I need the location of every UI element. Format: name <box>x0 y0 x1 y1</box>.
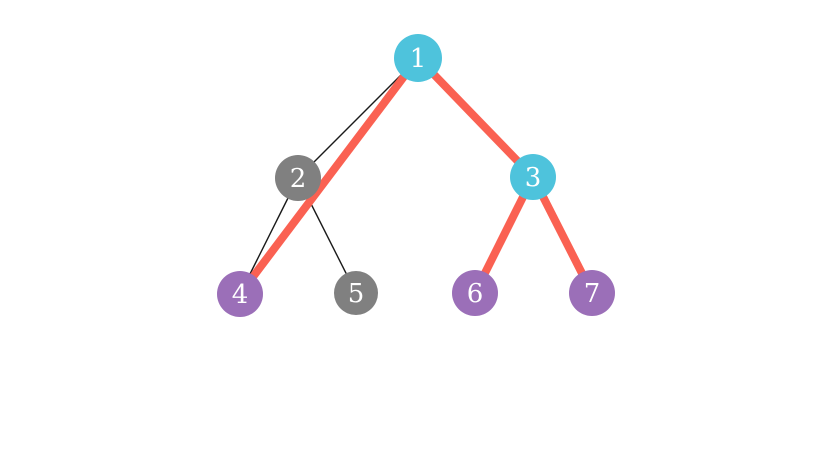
node-4[interactable]: 4 <box>217 271 263 317</box>
node-7[interactable]: 7 <box>569 270 615 316</box>
node-circle-6[interactable] <box>452 270 498 316</box>
node-3[interactable]: 3 <box>510 154 556 200</box>
node-circle-1[interactable] <box>394 34 442 82</box>
edge-1-4-highlight <box>236 55 422 297</box>
node-circle-5[interactable] <box>334 271 378 315</box>
node-circle-7[interactable] <box>569 270 615 316</box>
nodes-layer: 1 2 3 4 5 6 7 <box>217 34 615 317</box>
node-1[interactable]: 1 <box>394 34 442 82</box>
node-6[interactable]: 6 <box>452 270 498 316</box>
node-circle-4[interactable] <box>217 271 263 317</box>
node-circle-3[interactable] <box>510 154 556 200</box>
node-circle-2[interactable] <box>275 155 321 201</box>
edge-1-3-highlight <box>415 55 536 180</box>
node-5[interactable]: 5 <box>334 271 378 315</box>
node-2[interactable]: 2 <box>275 155 321 201</box>
